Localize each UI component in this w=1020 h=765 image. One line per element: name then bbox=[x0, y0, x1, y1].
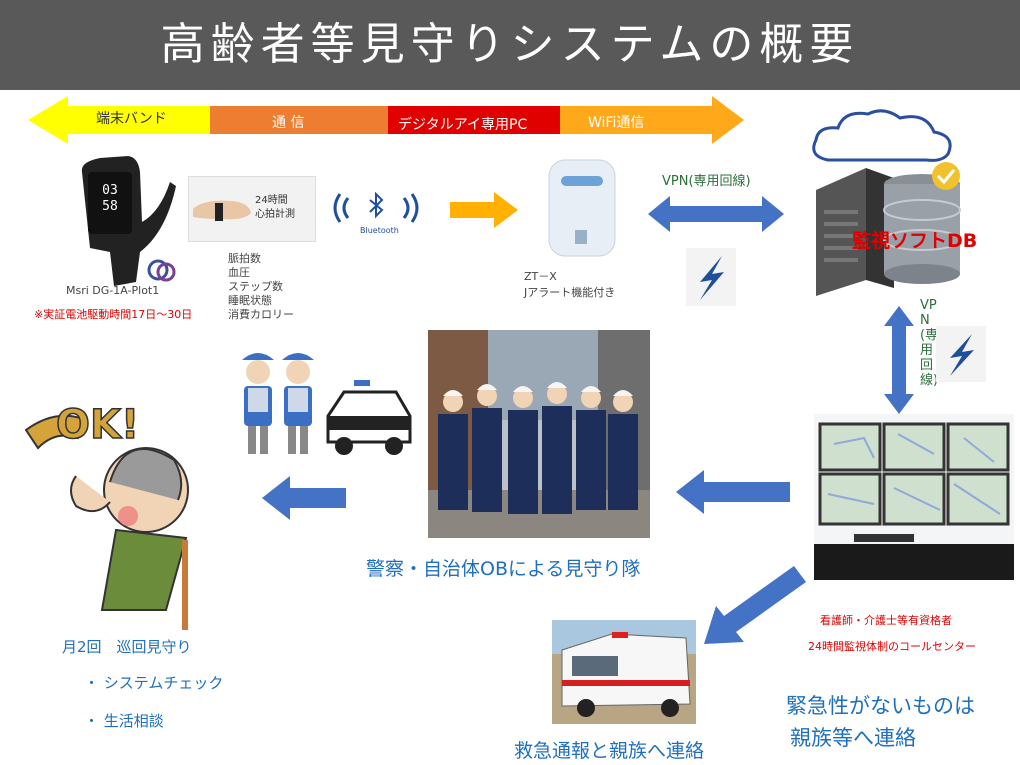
ambulance-icon bbox=[552, 620, 696, 717]
call-center-line1: 看護師・介護士等有資格者 bbox=[820, 614, 952, 627]
battery-note: ※実証電池駆動時間17日～30日 bbox=[34, 308, 193, 321]
pc-label: デジタルアイ専用PC bbox=[398, 117, 528, 133]
band-label: 端末バンド bbox=[96, 111, 167, 127]
metric-item: 消費カロリー bbox=[228, 308, 294, 321]
non-urgent-line1: 緊急性がないものは bbox=[786, 694, 975, 718]
visit-text: 月2回 巡回見守り bbox=[62, 638, 192, 656]
page-title: 高齢者等見守りシステムの概要 bbox=[160, 19, 860, 70]
arrow-to-ambulance-icon bbox=[704, 566, 806, 644]
check-item: ・ システムチェック bbox=[84, 674, 224, 692]
vpn-vertical-arrow-icon bbox=[884, 306, 914, 414]
title-bar bbox=[0, 0, 1020, 90]
non-urgent-line2: 親族等へ連絡 bbox=[790, 726, 916, 750]
police-officers-icon bbox=[242, 353, 412, 455]
ambulance-caption: 救急通報と親族へ連絡 bbox=[514, 740, 705, 762]
consult-item: ・ 生活相談 bbox=[84, 712, 164, 730]
ok-text: OK! bbox=[56, 402, 139, 448]
metric-item: ステップ数 bbox=[228, 280, 283, 293]
vpn-horizontal-arrow-icon bbox=[648, 196, 784, 232]
metrics-list: 脈拍数 血圧 ステップ数 睡眠状態 消費カロリー bbox=[228, 252, 294, 322]
patrol-group-illustration bbox=[428, 330, 650, 538]
metric-item: 血圧 bbox=[228, 266, 250, 279]
metric-item: 脈拍数 bbox=[228, 252, 261, 265]
wrist-title: 24時間 bbox=[255, 195, 288, 206]
wifi-label: WiFi通信 bbox=[588, 115, 645, 131]
arrow-to-elder-icon bbox=[262, 476, 346, 520]
bluetooth-label: Bluetooth bbox=[360, 226, 399, 235]
patrol-team-photo bbox=[428, 330, 650, 538]
watch-model: Msri DG-1A-Plot1 bbox=[66, 284, 160, 297]
vpn-vertical-label: VPN(専用回線) bbox=[920, 298, 939, 388]
data-flow-strip bbox=[28, 96, 744, 144]
secure-line-icon bbox=[686, 248, 736, 306]
database-server-icon bbox=[816, 162, 961, 296]
call-center-line2: 24時間監視体制のコールセンター bbox=[808, 640, 976, 653]
arrow-to-patrol-icon bbox=[676, 470, 790, 514]
secure-line-icon-2 bbox=[936, 326, 986, 382]
comm-label: 通 信 bbox=[272, 115, 305, 131]
wrist-subtitle: 心拍計測 bbox=[255, 209, 295, 220]
comm-segment bbox=[210, 106, 388, 134]
watch-time-minutes: 58 bbox=[102, 199, 118, 214]
smartwatch-icon: 03 58 bbox=[81, 156, 176, 286]
monitoring-center-icon bbox=[814, 414, 1014, 580]
vpn-horizontal-label: VPN(専用回線) bbox=[662, 174, 751, 189]
patrol-caption: 警察・自治体OBによる見守り隊 bbox=[366, 558, 641, 580]
hub-model: ZT－X bbox=[524, 270, 557, 283]
arrow-to-hub-icon bbox=[450, 192, 518, 228]
wrist-measurement-card: 24時間 心拍計測 bbox=[188, 176, 316, 242]
server-label: 監視ソフトDB bbox=[852, 230, 978, 252]
watch-time-hours: 03 bbox=[102, 183, 118, 198]
wifi-segment bbox=[560, 96, 744, 144]
ambulance-photo bbox=[552, 620, 696, 724]
home-hub-icon bbox=[548, 159, 616, 257]
cloud-icon bbox=[812, 109, 952, 162]
bluetooth-signal-icon bbox=[333, 191, 419, 223]
elderly-man-icon: OK! bbox=[24, 401, 189, 630]
metric-item: 睡眠状態 bbox=[228, 294, 272, 307]
pc-segment bbox=[388, 106, 560, 134]
hub-alert-feature: Jアラート機能付き bbox=[524, 286, 616, 299]
wrist-band-icon bbox=[193, 200, 251, 221]
band-segment bbox=[28, 96, 210, 144]
